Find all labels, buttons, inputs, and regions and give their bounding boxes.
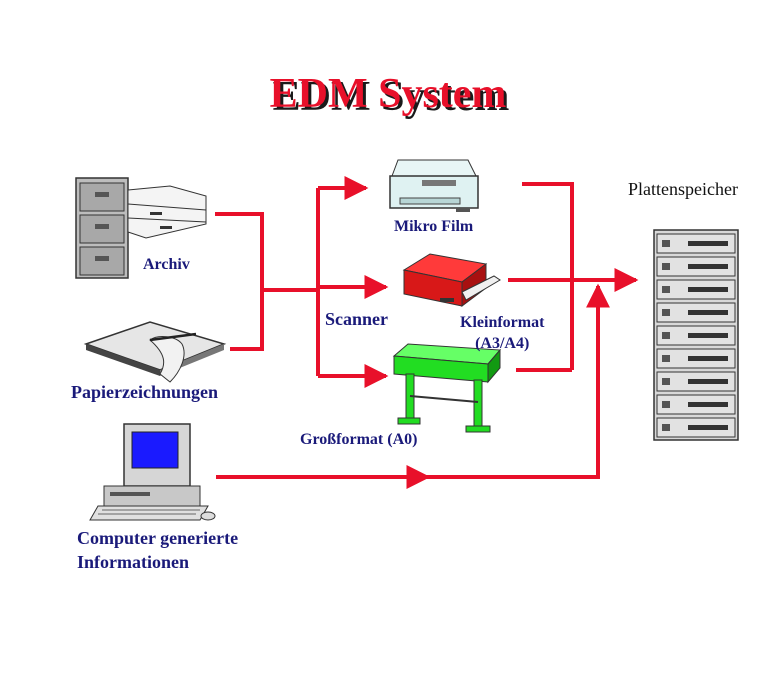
diagram-title: EDM System: [269, 71, 507, 117]
computer-label-line1: Computer generierte: [77, 528, 239, 548]
small-format-scanner-icon: [402, 253, 501, 307]
filing-cabinet-icon: [75, 177, 207, 279]
archiv-label: Archiv: [143, 256, 190, 273]
papierzeichnungen-label: Papierzeichnungen: [71, 382, 218, 402]
mikrofilm-label: Mikro Film: [394, 218, 474, 235]
kleinformat-label-line1: Kleinformat: [460, 314, 545, 331]
papier-connector: [230, 290, 264, 351]
scanner-label: Scanner: [325, 309, 388, 329]
arrow-connectors: [215, 176, 639, 489]
kleinformat-label-line2: (A3/A4): [475, 335, 530, 352]
large-format-scanner-icon: [392, 343, 502, 433]
grossformat-label: Großformat (A0): [300, 431, 418, 448]
computer-label-line2: Informationen: [77, 552, 189, 572]
mikrofilm-output: [522, 182, 574, 370]
computer-connector: [216, 283, 610, 479]
drawing-board-icon: [83, 321, 227, 383]
disk-storage-rack-icon: [653, 229, 739, 441]
desktop-computer-icon: [89, 423, 216, 521]
archiv-connector: [215, 212, 264, 290]
computer-label: Computer generierte Informationen: [77, 526, 238, 574]
kleinformat-label: Kleinformat (A3/A4): [460, 312, 544, 354]
plattenspeicher-label: Plattenspeicher: [628, 179, 738, 199]
microfilm-scanner-icon: [389, 159, 479, 212]
